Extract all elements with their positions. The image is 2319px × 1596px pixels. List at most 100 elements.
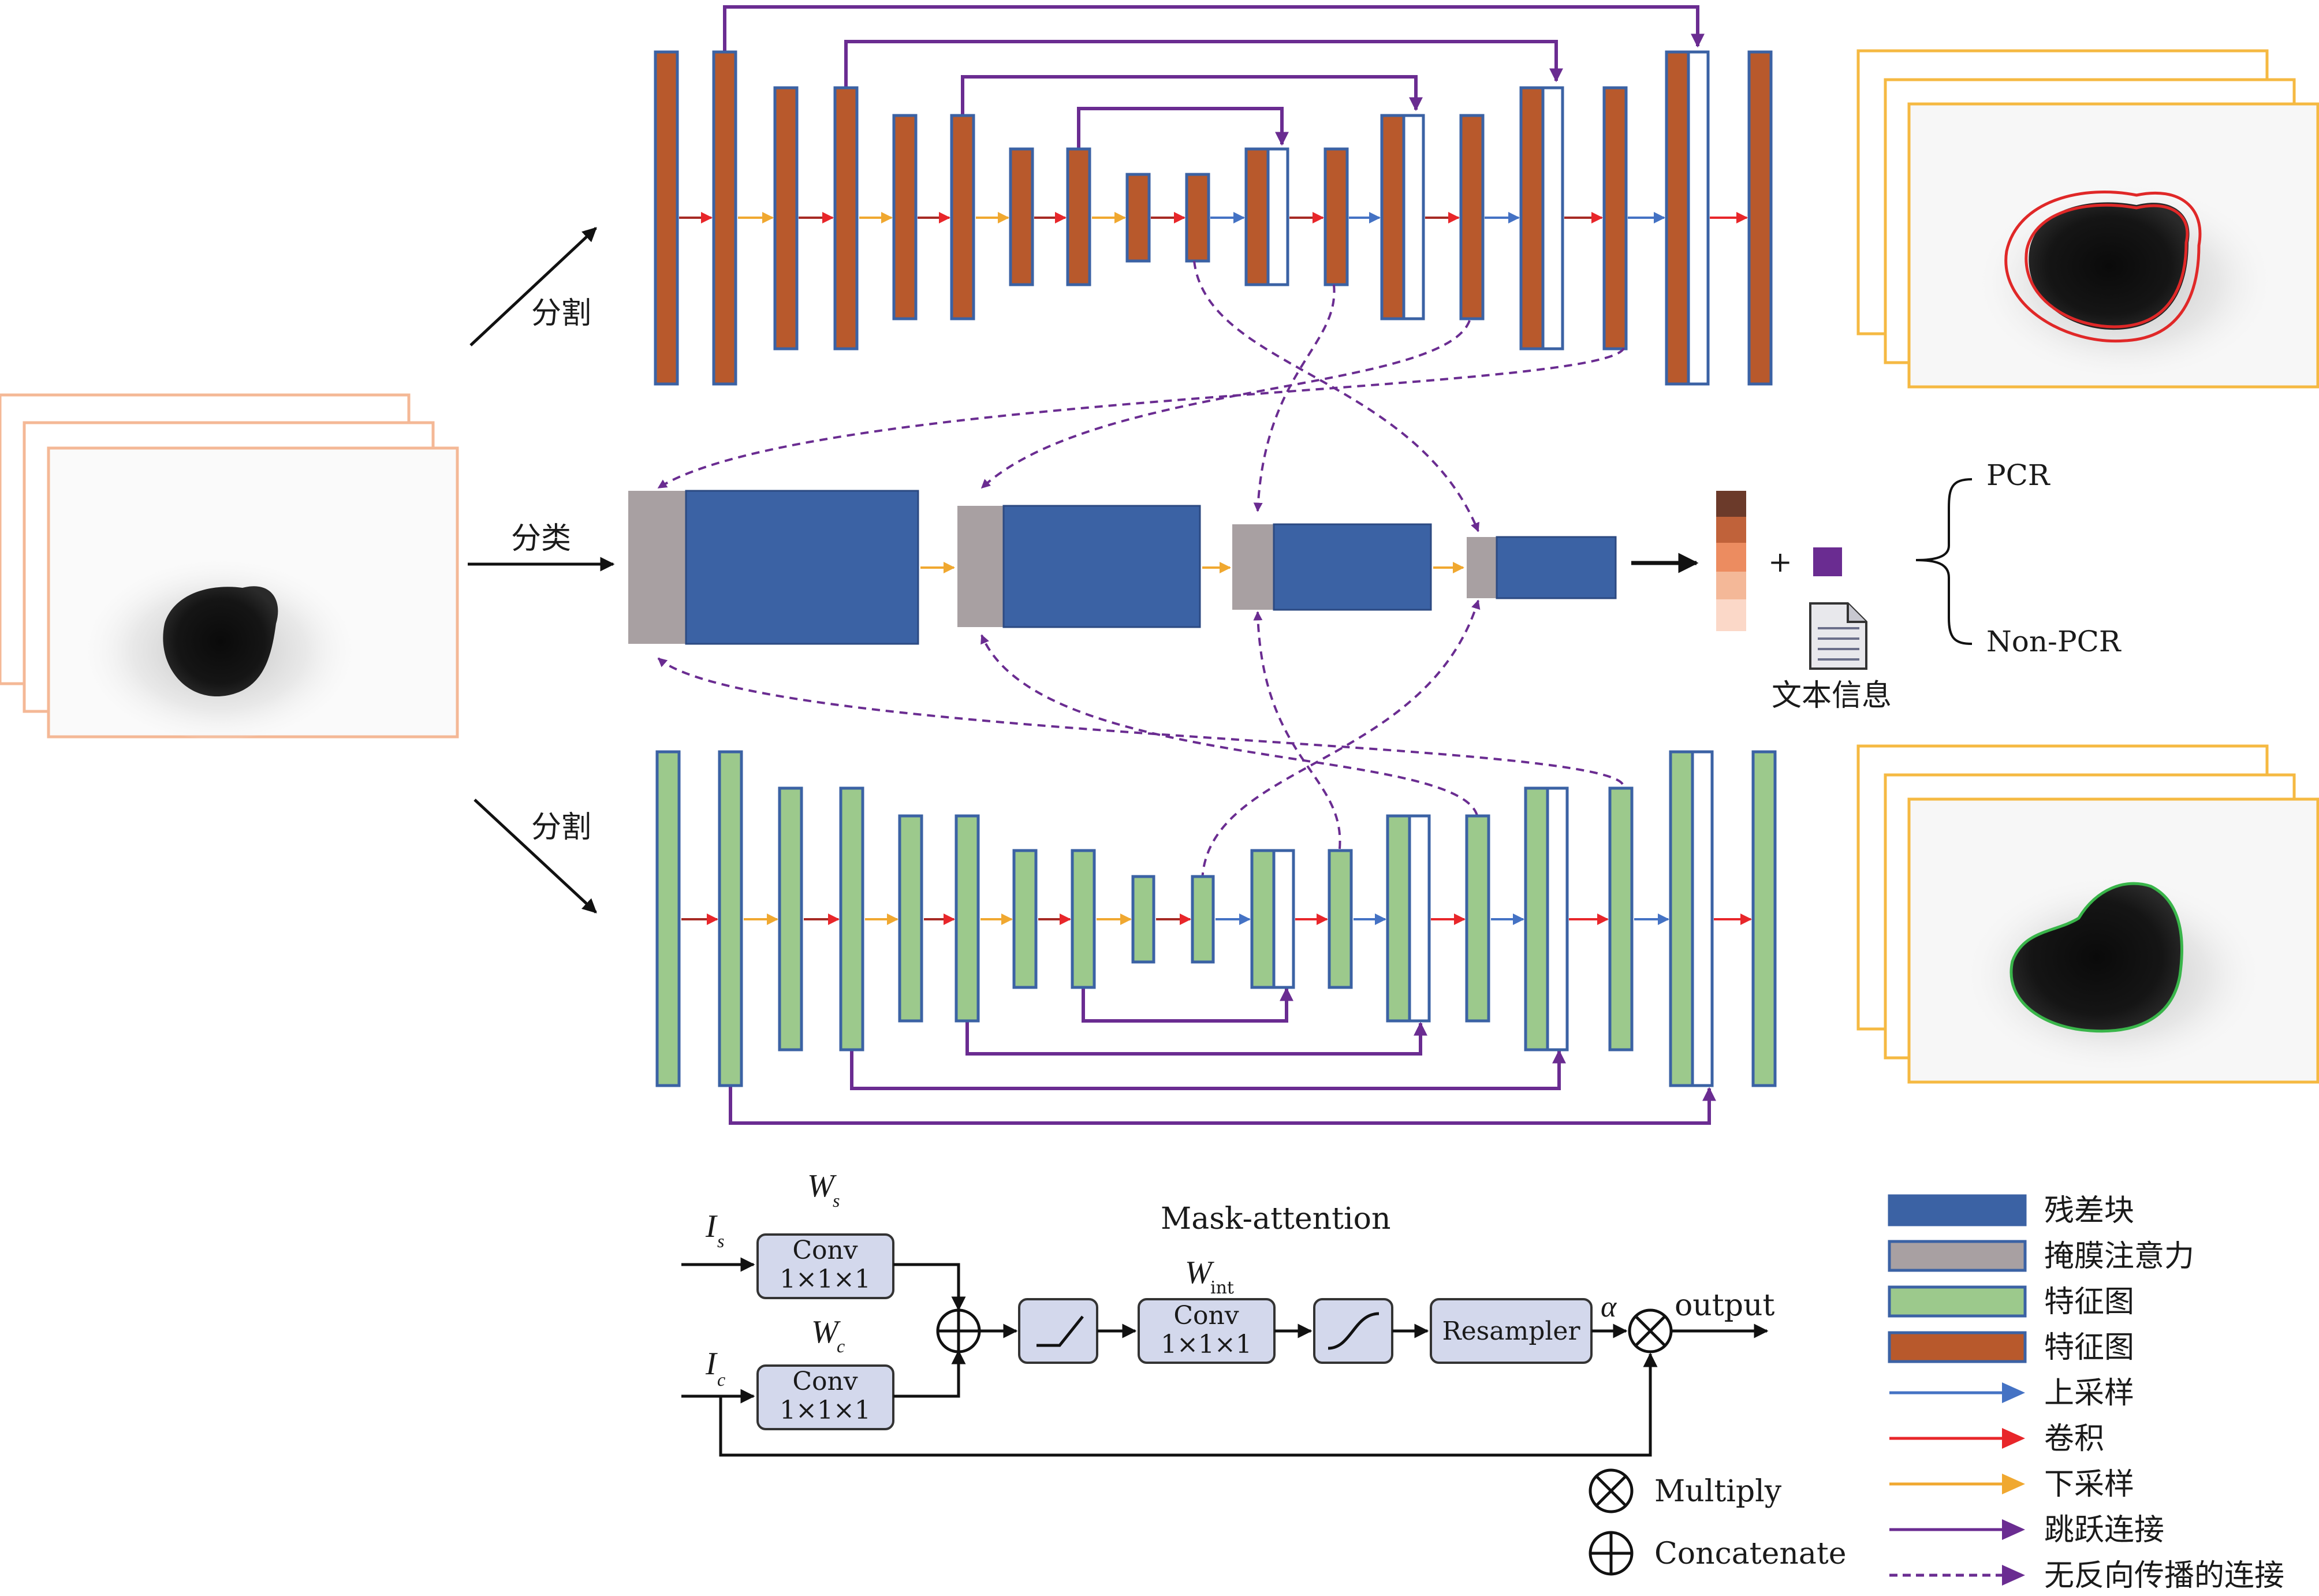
bot-dec-bar-3-concat bbox=[1408, 814, 1431, 1023]
conv-s-to-add-arrow bbox=[893, 1263, 966, 1311]
bot-enc-bar-2a bbox=[778, 786, 803, 1051]
bot-bottleneck-b bbox=[1191, 875, 1215, 964]
legend-arrow-head-icon bbox=[2002, 1519, 2025, 1540]
feature-vector-cell-3 bbox=[1716, 543, 1746, 572]
bottom-skip-4 bbox=[1082, 987, 1293, 1023]
bot-enc-bar-4a bbox=[1012, 849, 1038, 989]
top-enc-bar-1b bbox=[712, 50, 737, 386]
output-label: output bbox=[1675, 1288, 1774, 1323]
legend-item: 卷积 bbox=[1889, 1422, 2104, 1456]
top-bottleneck-b bbox=[1185, 173, 1210, 263]
top-skip-3 bbox=[961, 75, 1423, 115]
legend-item: 无反向传播的连接 bbox=[1889, 1558, 2284, 1593]
bot-enc-bar-2b bbox=[839, 786, 864, 1051]
dashed-top-to-cls-1 bbox=[657, 347, 1625, 489]
bottom-output-stack bbox=[1856, 744, 2319, 1084]
no-backprop-connections bbox=[657, 260, 1625, 881]
bot-dec-bar-4-concat bbox=[1272, 849, 1295, 989]
top-output-contour-inner bbox=[2025, 203, 2189, 329]
bot-dec-bar-3-green bbox=[1386, 814, 1411, 1023]
text-feature-token bbox=[1813, 547, 1842, 576]
legend-label: 掩膜注意力 bbox=[2044, 1239, 2194, 1274]
plus-sign: + bbox=[1768, 545, 1792, 579]
multiply-legend-icon bbox=[1589, 1468, 1634, 1513]
legend-item: 上采样 bbox=[1889, 1376, 2134, 1411]
top-enc-bar-1a bbox=[654, 50, 679, 386]
legend-swatch bbox=[1888, 1194, 2027, 1226]
legend-arrow-head-icon bbox=[2002, 1382, 2025, 1403]
input-image-stack bbox=[0, 393, 459, 739]
top-bottleneck-a bbox=[1125, 173, 1151, 263]
top-dec-bar-2-brown bbox=[1519, 86, 1545, 350]
legend-label: 特征图 bbox=[2044, 1285, 2134, 1319]
cls-mask-attention-4 bbox=[1467, 537, 1497, 598]
weight-c-symbol: W bbox=[811, 1314, 841, 1350]
legend-label: 下采样 bbox=[2044, 1467, 2134, 1502]
bot-dec-bar-1-green bbox=[1669, 750, 1694, 1087]
dashed-bot-to-cls-4 bbox=[1201, 599, 1481, 881]
feature-vector-cell-5 bbox=[1716, 599, 1746, 631]
legend-label: 跳跃连接 bbox=[2044, 1513, 2164, 1547]
top-enc-bar-2b bbox=[833, 86, 859, 350]
top-dec-bar-3-brown bbox=[1380, 114, 1405, 320]
bot-enc-bar-4b bbox=[1071, 849, 1096, 989]
top-enc-bar-2a bbox=[773, 86, 799, 350]
conv-int-label: Conv bbox=[1173, 1301, 1239, 1330]
bot-dec-bar-2-green bbox=[1524, 786, 1549, 1051]
legend-arrow-head-icon bbox=[2002, 1428, 2025, 1449]
top-skip-1 bbox=[723, 5, 1705, 52]
add-node bbox=[936, 1308, 981, 1353]
multiply-node bbox=[1628, 1308, 1673, 1353]
top-output-bar bbox=[1747, 50, 1773, 386]
bot-bottleneck-a bbox=[1131, 875, 1155, 964]
bottom-output-lesion-contour bbox=[2009, 882, 2183, 1033]
classify-label: 分类 bbox=[511, 521, 571, 556]
resampler-label: Resampler bbox=[1442, 1317, 1580, 1346]
cls-mask-attention-2 bbox=[957, 506, 1004, 627]
top-dec-bar-4-brown bbox=[1244, 147, 1270, 286]
legend-item: 下采样 bbox=[1889, 1467, 2134, 1502]
legend-label: 无反向传播的连接 bbox=[2044, 1558, 2284, 1593]
feature-vector-cell-4 bbox=[1716, 572, 1746, 599]
legend-swatch bbox=[1888, 1240, 2027, 1272]
top-dec-bar-1-concat bbox=[1687, 50, 1710, 386]
legend-label: 上采样 bbox=[2044, 1376, 2134, 1411]
dashed-top-to-cls-2 bbox=[980, 320, 1471, 489]
conv-c-to-add-arrow bbox=[893, 1349, 966, 1398]
conv-c-label: Conv bbox=[792, 1367, 857, 1396]
top-skip-4 bbox=[1077, 107, 1289, 149]
top-enc-bar-3a bbox=[892, 114, 918, 320]
dashed-top-to-cls-4 bbox=[1193, 260, 1479, 532]
concatenate-legend-icon bbox=[1589, 1531, 1634, 1576]
feature-vector-cell-1 bbox=[1716, 491, 1746, 517]
cls-residual-block-1 bbox=[685, 490, 919, 645]
top-dec-bar-4b bbox=[1323, 147, 1349, 286]
conv-s-label: Conv bbox=[792, 1236, 857, 1265]
multiply-legend-label: Multiply bbox=[1654, 1474, 1782, 1509]
cls-residual-block-4 bbox=[1496, 536, 1617, 599]
top-unet bbox=[654, 5, 1773, 386]
relu-icon bbox=[1037, 1315, 1084, 1347]
weight-int-subscript: int bbox=[1210, 1278, 1234, 1298]
bot-enc-bar-3b bbox=[955, 814, 980, 1023]
legend-arrow-head-icon bbox=[2002, 1565, 2025, 1586]
segment-top-label: 分割 bbox=[531, 296, 591, 331]
bot-enc-bar-1b bbox=[718, 750, 743, 1087]
conv-int-size: 1×1×1 bbox=[1161, 1330, 1252, 1359]
legend-swatch bbox=[1888, 1331, 2027, 1363]
legend-item: 残差块 bbox=[1888, 1194, 2134, 1228]
classification-branch: + 文本信息 PCR Non-PCR bbox=[628, 458, 2122, 713]
conv-s-block bbox=[756, 1233, 894, 1299]
bot-dec-bar-4b bbox=[1328, 849, 1353, 989]
top-enc-bar-4a bbox=[1009, 147, 1034, 286]
legend-swatch bbox=[1888, 1285, 2027, 1318]
bot-enc-bar-3a bbox=[898, 814, 923, 1023]
input-s-symbol: I bbox=[705, 1209, 718, 1244]
sigmoid-icon bbox=[1328, 1312, 1380, 1350]
top-dec-bar-1-brown bbox=[1665, 50, 1690, 386]
legend-item: 跳跃连接 bbox=[1889, 1513, 2164, 1547]
top-dec-bar-4-concat bbox=[1266, 147, 1289, 286]
dashed-bot-to-cls-3 bbox=[1253, 611, 1341, 849]
alpha-label: α bbox=[1601, 1291, 1617, 1323]
top-output-contour-outer bbox=[2004, 191, 2202, 343]
